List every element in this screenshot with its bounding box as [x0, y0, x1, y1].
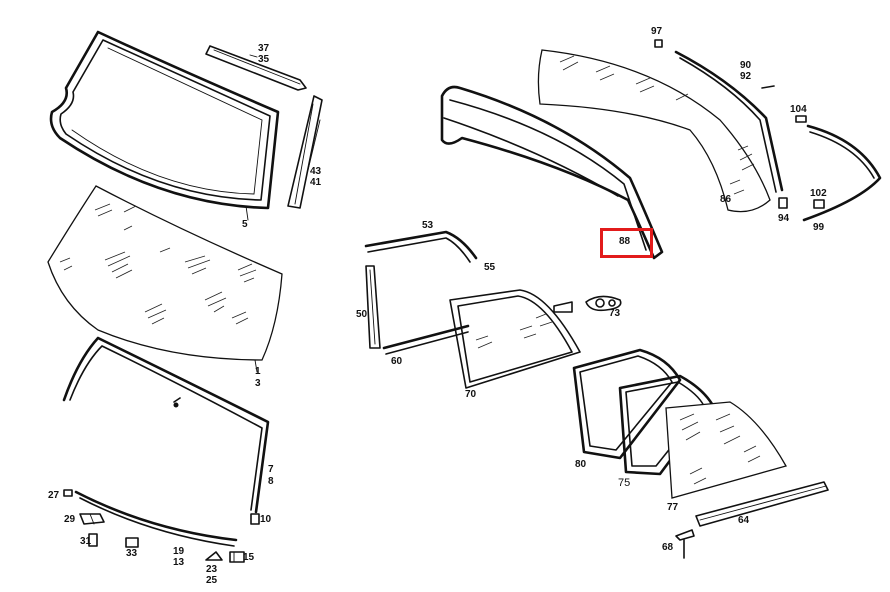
label-99: 99	[813, 222, 825, 233]
label-64: 64	[738, 515, 750, 526]
quarter-glass-77	[665, 401, 787, 499]
label-73: 73	[609, 308, 621, 319]
label-23: 23	[206, 564, 218, 575]
lower-molding-19	[74, 490, 238, 547]
rear-window-glass-86	[537, 49, 771, 213]
label-60: 60	[391, 356, 403, 367]
label-5: 5	[242, 219, 248, 230]
door-window-70	[449, 289, 581, 389]
label-13: 13	[173, 557, 185, 568]
label-75: 75	[618, 477, 631, 489]
label-68: 68	[662, 542, 674, 553]
label-33: 33	[126, 548, 138, 559]
label-27: 27	[48, 490, 60, 501]
label-88: 88	[619, 236, 631, 247]
clip-31	[88, 533, 98, 547]
clip-29	[79, 513, 105, 525]
label-31: 31	[80, 536, 92, 547]
clip-10	[250, 513, 260, 525]
rear-molding-90	[674, 50, 784, 193]
lower-strip-64	[695, 481, 829, 527]
label-50: 50	[356, 309, 368, 320]
pillar-trim-41	[287, 95, 323, 209]
label-15: 15	[243, 552, 255, 563]
sill-strip-60	[382, 324, 470, 355]
label-97: 97	[651, 26, 663, 37]
clip-94	[778, 197, 788, 209]
label-1: 1	[255, 366, 261, 377]
leader-1	[254, 359, 258, 373]
highlight-box-88[interactable]	[600, 228, 653, 258]
windshield-seal-5	[49, 30, 280, 210]
label-102: 102	[810, 188, 827, 199]
label-19: 19	[173, 546, 185, 557]
window-channel-53	[364, 230, 478, 263]
label-37: 37	[258, 43, 270, 54]
side-strip-99	[802, 124, 882, 222]
label-80: 80	[575, 459, 587, 470]
label-29: 29	[64, 514, 76, 525]
screw-92	[761, 85, 775, 89]
label-43: 43	[310, 166, 322, 177]
label-8: 8	[268, 476, 274, 487]
clip-104	[795, 115, 807, 123]
trim-strip-35	[205, 45, 307, 91]
label-35: 35	[258, 54, 270, 65]
clip-102	[813, 199, 825, 209]
bracket-68	[675, 529, 695, 559]
rear-window-seal-88	[440, 85, 664, 260]
label-70: 70	[465, 389, 477, 400]
label-25: 25	[206, 575, 218, 586]
label-10: 10	[260, 514, 272, 525]
clip-97	[654, 39, 663, 48]
vertical-channel-50	[365, 265, 381, 349]
clip-15	[229, 551, 245, 563]
regulator-73	[553, 295, 622, 313]
label-3: 3	[255, 378, 261, 389]
screw-small	[173, 397, 181, 408]
label-86: 86	[720, 194, 732, 205]
clip-33	[125, 537, 139, 548]
label-7: 7	[268, 464, 274, 475]
label-104: 104	[790, 104, 807, 115]
label-41: 41	[310, 177, 322, 188]
label-53: 53	[422, 220, 434, 231]
clip-27	[63, 489, 73, 497]
windshield-frame-7	[62, 336, 270, 514]
quarter-seal-80	[572, 348, 682, 460]
label-92: 92	[740, 71, 752, 82]
leader-5	[245, 205, 249, 221]
label-55: 55	[484, 262, 496, 273]
label-94: 94	[778, 213, 790, 224]
label-77: 77	[667, 502, 679, 513]
windshield-glass-1	[47, 185, 283, 361]
clip-23	[205, 551, 223, 561]
label-90: 90	[740, 60, 752, 71]
